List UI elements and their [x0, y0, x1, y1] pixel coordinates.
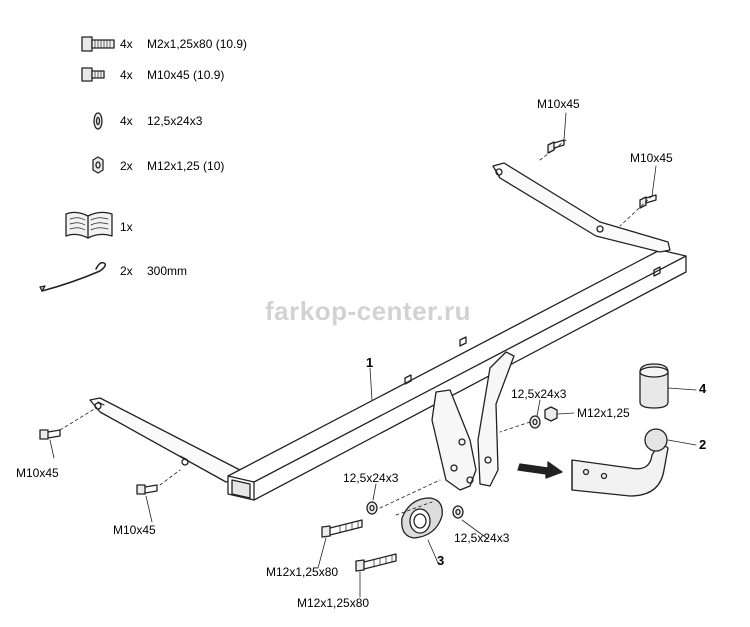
parts-list-row-2: 4x M10x45 (10.9) [0, 63, 300, 87]
bolt-top-1 [547, 139, 565, 154]
part-number-4: 4 [699, 381, 707, 396]
parts-qty: 2x [120, 264, 133, 278]
leader-lines [49, 112, 697, 598]
nut-right [544, 406, 558, 422]
long-bolt-icon [81, 36, 115, 52]
bolt-long-1 [321, 519, 363, 538]
part-number-3: 3 [437, 553, 445, 568]
parts-spec: 300mm [147, 264, 188, 278]
callout-bolt-top-1: M10x45 [537, 97, 580, 111]
callout-bolt-top-2: M10x45 [630, 151, 673, 165]
parts-spec: M12x1,25 (10) [147, 159, 225, 173]
parts-list-row-6: 2x 300mm [0, 259, 300, 283]
parts-qty: 4x [120, 68, 133, 82]
callout-washer-left: 12,5x24x3 [343, 471, 399, 485]
washer-icon [93, 112, 103, 130]
bolt-top-2 [639, 194, 657, 209]
watermark: farkop-center.ru [265, 296, 471, 326]
parts-spec: M2x1,25x80 (10.9) [147, 37, 248, 51]
parts-list-row-3: 4x 12,5x24x3 [0, 109, 300, 133]
bolt-left-1 [39, 429, 61, 440]
callout-nut-right: M12x1,25 [577, 406, 630, 420]
assembly-arrow [517, 461, 563, 479]
parts-spec: M10x45 (10.9) [147, 68, 225, 82]
washer-right [452, 505, 464, 519]
callout-washer-upper: 12,5x24x3 [511, 387, 567, 401]
crossbar [89, 162, 687, 501]
bolt-left-2 [136, 484, 158, 495]
part-number-2: 2 [699, 437, 707, 452]
parts-qty: 4x [120, 37, 133, 51]
parts-qty: 2x [120, 159, 133, 173]
bolt-icon [81, 67, 105, 82]
manual-book-icon [65, 211, 113, 239]
callout-bolt-long-2: M12x1,25x80 [297, 596, 370, 610]
callout-bolt-left-1: M10x45 [16, 466, 59, 480]
parts-list-row-5: 1x [0, 215, 300, 239]
mounting-plate [401, 497, 443, 539]
part-number-1: 1 [366, 355, 374, 370]
assembly-guides [59, 139, 653, 516]
parts-list-row-4: 2x M12x1,25 (10) [0, 154, 300, 178]
cable-tie-icon [39, 261, 107, 292]
bolt-long-2 [355, 553, 397, 572]
parts-list-row-1: 4x M2x1,25x80 (10.9) [0, 32, 300, 56]
parts-qty: 4x [120, 114, 133, 128]
washer-upper [529, 415, 541, 429]
parts-spec: 12,5x24x3 [147, 114, 203, 128]
parts-qty: 1x [120, 220, 133, 234]
nut-icon [92, 156, 104, 174]
ball-cap [639, 363, 669, 409]
callout-bolt-left-2: M10x45 [113, 523, 156, 537]
callout-washer-right: 12,5x24x3 [454, 531, 510, 545]
ball-neck [571, 428, 669, 497]
washer-left [366, 501, 378, 515]
callout-bolt-long-1: M12x1,25x80 [266, 565, 339, 579]
